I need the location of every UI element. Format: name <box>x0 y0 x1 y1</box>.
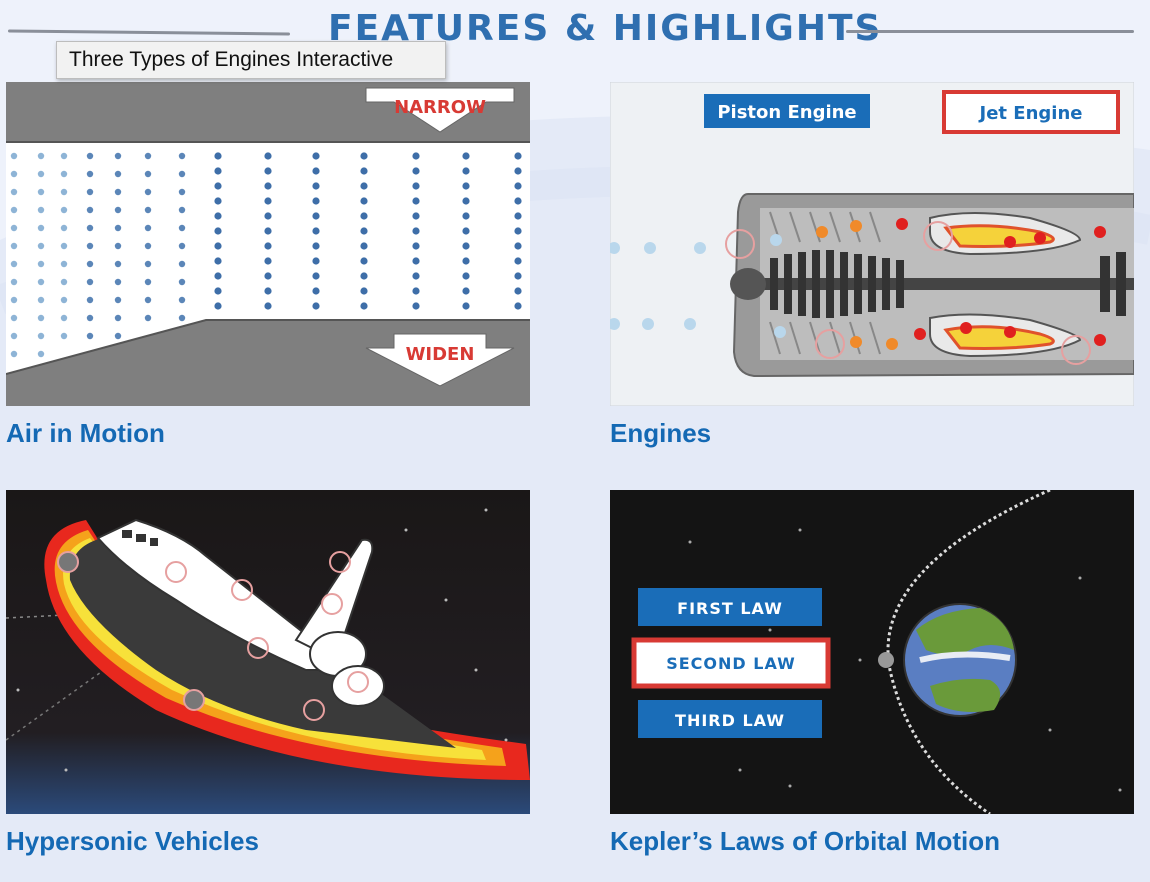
header-rule-right <box>846 30 1134 33</box>
card-title-air-in-motion[interactable]: Air in Motion <box>6 418 165 448</box>
feature-card-engines[interactable]: Piston Engine Jet Engine <box>610 82 1134 449</box>
piston-engine-label[interactable]: Piston Engine <box>717 102 856 123</box>
hypersonic-vehicles-thumbnail[interactable] <box>6 490 530 814</box>
feature-card-air-in-motion[interactable]: NARROW WIDEN Air in Motion <box>6 82 530 449</box>
widen-label: WIDEN <box>406 344 475 365</box>
engines-thumbnail[interactable]: Piston Engine Jet Engine <box>610 82 1134 406</box>
hover-tooltip: Three Types of Engines Interactive <box>56 41 446 79</box>
first-law-button[interactable]: FIRST LAW <box>677 599 783 618</box>
feature-card-hypersonic-vehicles[interactable]: Hypersonic Vehicles <box>6 490 530 857</box>
card-title-engines[interactable]: Engines <box>610 418 712 448</box>
narrow-label: NARROW <box>394 97 486 118</box>
header-rule-left <box>7 29 291 36</box>
card-title-hypersonic-vehicles[interactable]: Hypersonic Vehicles <box>6 826 259 856</box>
feature-card-keplers-laws[interactable]: FIRST LAW SECOND LAW THIRD LAW Kepler’s … <box>610 490 1134 857</box>
second-law-button[interactable]: SECOND LAW <box>666 654 796 673</box>
air-in-motion-thumbnail[interactable]: NARROW WIDEN <box>6 82 530 406</box>
third-law-button[interactable]: THIRD LAW <box>675 711 785 730</box>
keplers-laws-thumbnail[interactable]: FIRST LAW SECOND LAW THIRD LAW <box>610 490 1134 814</box>
card-title-keplers-laws[interactable]: Kepler’s Laws of Orbital Motion <box>610 826 1001 856</box>
jet-engine-label[interactable]: Jet Engine <box>978 103 1083 124</box>
